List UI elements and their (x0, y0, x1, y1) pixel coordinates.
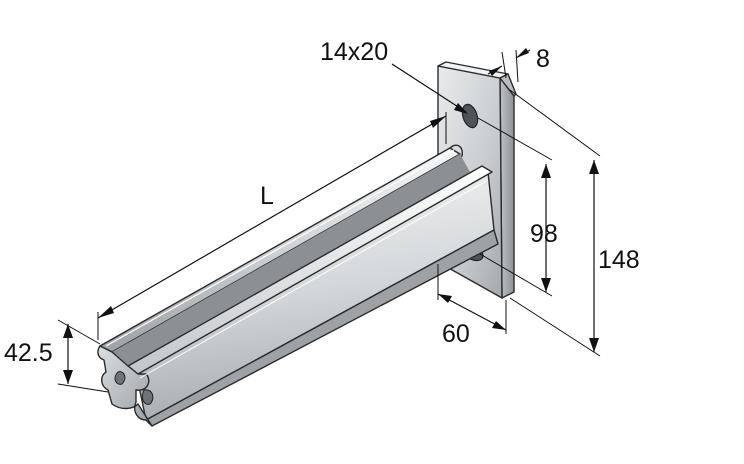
dimension-hole-spacing: 98 (477, 117, 558, 297)
dimension-profile-height: 42.5 (4, 319, 109, 393)
plate-height-label: 148 (598, 246, 640, 274)
dimension-plate-height: 148 (509, 89, 640, 357)
dimension-slot: 14x20 (320, 38, 468, 114)
length-label: L (260, 182, 274, 210)
dimension-plate-depth: 60 (437, 264, 507, 348)
hole-spacing-label: 98 (530, 220, 558, 248)
profile-groove (114, 371, 126, 385)
plate-depth-label: 60 (442, 320, 470, 348)
profile-height-label: 42.5 (4, 339, 53, 367)
thickness-label: 8 (536, 45, 550, 73)
rail-highlight (105, 149, 455, 347)
dimension-thickness: 8 (487, 45, 550, 83)
upper-slot (461, 103, 479, 129)
channel-slot (112, 154, 470, 372)
dimension-length: L (97, 112, 447, 340)
channel-arm (97, 144, 499, 427)
slot-label: 14x20 (320, 38, 388, 66)
profile-groove (141, 389, 154, 405)
profile-end (97, 345, 153, 427)
lip-highlight (139, 179, 489, 379)
